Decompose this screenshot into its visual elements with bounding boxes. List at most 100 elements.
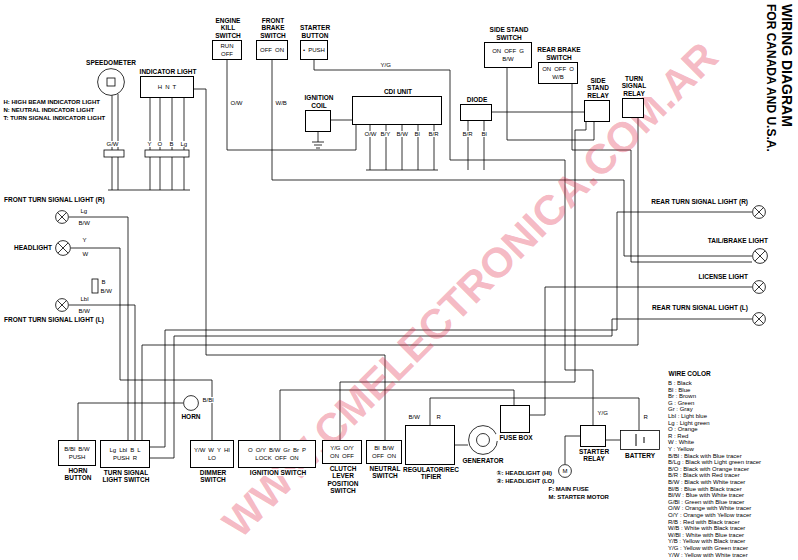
component-name: FRONT BRAKE SWITCH [252, 17, 294, 39]
note: ②: HEADLIGHT (LO) [496, 478, 555, 484]
speedometer: SPEEDOMETER [95, 68, 127, 96]
terminal-list: HNT [141, 77, 193, 97]
component-name: CDI UNIT [353, 88, 443, 95]
terminal-label: B/W [78, 446, 89, 453]
legend-text: Y : Yellow [668, 446, 694, 452]
wire-code: B/W [396, 131, 408, 137]
battery-plates [636, 434, 644, 446]
legend-row: R : Red [668, 433, 688, 439]
switch-box: HORN BUTTONB/BlB/WPUSH [58, 440, 96, 466]
wire-code: B/R [428, 131, 439, 137]
terminal-label: Y/G [330, 445, 340, 452]
terminal-label: Bl [374, 445, 379, 452]
switch-box: FRONT BRAKE SWITCHOFFON [256, 40, 288, 60]
terminal-label: O/Y [344, 445, 354, 452]
lamp-symbol [55, 210, 69, 224]
legend-text: B : Black [668, 380, 692, 386]
terminal-label: LO [208, 455, 216, 462]
component-name: LICENSE LIGHT [650, 273, 748, 280]
terminal-list: Y/GO/YONOFF [323, 441, 361, 463]
component-name: SIDE STAND RELAY [582, 77, 614, 99]
wire [430, 398, 639, 430]
legend-text: O/Y : Orange with Yellow tracer [668, 512, 751, 518]
component-name: TAIL/BRAKE LIGHT [668, 237, 768, 244]
lamp-symbol [752, 280, 766, 294]
switch-box: TURN SIGNAL LIGHT SWITCHLgLblBLPUSHR [100, 440, 150, 468]
legend-text: W : White [668, 439, 694, 445]
legend-text: O/W : Orange with White tracer [668, 505, 751, 511]
terminal-label: PUSH [69, 454, 86, 461]
terminal-label: OFF [221, 51, 233, 58]
legend-row: W/Bl : White with Blue tracer [668, 532, 744, 538]
legend-row: G : Green [668, 400, 694, 406]
legend-row: Y/G : Yellow with Green tracer [668, 545, 748, 551]
component-name: HORN [176, 413, 206, 420]
wire-stub [366, 121, 484, 170]
terminal-label: L [137, 447, 140, 454]
speedometer-symbol [95, 68, 127, 96]
component-name: REAR TURN SIGNAL LIGHT (R) [640, 198, 748, 205]
terminal-label: OFF [504, 48, 516, 55]
legend-text: Bl/B : Blue with Black tracer [668, 486, 742, 492]
wire-code: Y [82, 237, 87, 243]
lamp-outline [753, 249, 768, 264]
component-name: CLUTCH LEVER POSITION SWITCH [321, 465, 365, 495]
note: M: STARTER MOTOR [548, 494, 609, 500]
terminal-label: • [303, 47, 305, 54]
note: N: NEUTRAL INDICATOR LIGHT [3, 107, 95, 113]
legend-text: W/B : White with Black tracer [668, 525, 745, 531]
terminal-list: BlB/WOFFON [367, 441, 401, 463]
component-name: SIDE STAND SWITCH [484, 26, 534, 41]
relay-box: STARTER RELAY [580, 425, 606, 447]
legend-text: Bl/W : Blue with White tracer [668, 492, 744, 498]
generator-symbol [468, 425, 498, 455]
wire [530, 287, 752, 415]
bulb-filament [755, 251, 765, 261]
generator-outline [469, 426, 498, 455]
legend-text: R : Red [668, 433, 688, 439]
lamp: HEADLIGHT [55, 240, 71, 256]
component-name: TURN SIGNAL RELAY [614, 75, 654, 97]
bulb-filament [58, 301, 67, 310]
lamp-outline [56, 211, 69, 224]
caption: FOR CANADA AND U.S.A. [764, 4, 777, 152]
component-name: INDICATOR LIGHT [138, 68, 198, 75]
wire [455, 445, 468, 446]
note: T: TURN SIGNAL INDICATOR LIGHT [3, 115, 106, 121]
legend-row: O/W : Orange with White tracer [668, 505, 751, 511]
diode-box: DIODE [460, 104, 492, 121]
wire-code: B/Y [380, 131, 391, 137]
terminal-label: Y [217, 447, 221, 454]
wire-stub [108, 94, 190, 190]
relay-box: TURN SIGNAL RELAY [622, 98, 644, 118]
terminal-label: Gr [283, 447, 290, 454]
terminal-label: PUSH [308, 47, 325, 54]
terminal-label: ON [290, 455, 299, 462]
lamp: LICENSE LIGHT [752, 280, 766, 294]
legend-text: Lbl : Light blue [668, 413, 707, 419]
legend-row: Y/B : Yellow with Black tracer [668, 538, 745, 544]
speedometer-outline [98, 69, 125, 96]
legend-row: Y/W : Yellow with White tracer [668, 552, 748, 558]
component-name: IGNITION SWITCH [239, 469, 317, 476]
terminal-label: O/Y [256, 447, 266, 454]
legend-text: B/R : Black with Red tracer [668, 472, 740, 478]
ground-connector [92, 279, 98, 293]
component-name: STARTER RELAY [574, 448, 614, 463]
terminal-label: OFF [275, 455, 287, 462]
legend-text: B/Lg : Black with Light green tracer [668, 459, 761, 465]
wire [69, 217, 128, 440]
terminal-label: Y/W [194, 447, 205, 454]
component-name: SPEEDOMETER [81, 59, 141, 66]
lamp-outline [753, 281, 766, 294]
wire-code: B/W [78, 220, 90, 226]
horn: HORN [183, 395, 199, 411]
terminal-label: B/Bl [64, 446, 75, 453]
terminal-list: LgLblBLPUSHR [101, 441, 149, 467]
terminal-label: T [173, 84, 177, 91]
lamp: REAR TURN SIGNAL LIGHT (L) [752, 312, 766, 326]
terminal-list: ONOFFOW/B [539, 63, 577, 83]
legend-row: O : Orange [668, 426, 698, 432]
switch-box: CLUTCH LEVER POSITION SWITCHY/GO/YONOFF [322, 440, 362, 464]
starter-motor-outline [559, 465, 572, 478]
